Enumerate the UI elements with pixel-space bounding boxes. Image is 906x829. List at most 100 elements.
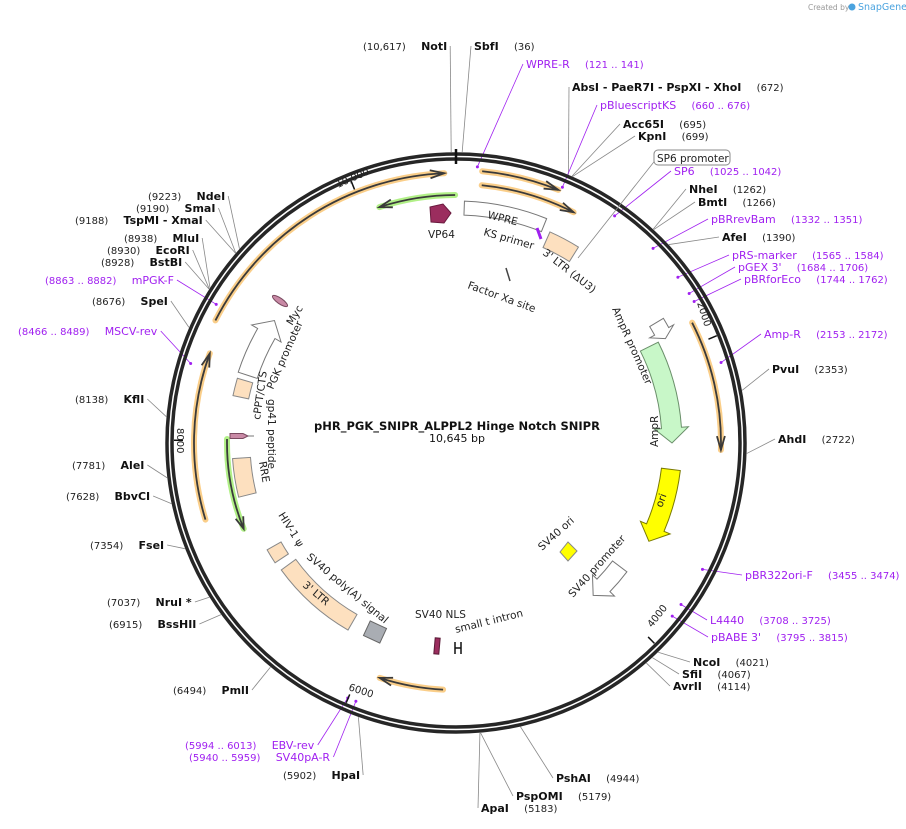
primer-site-label[interactable]: Amp-R (2153 .. 2172) (764, 323, 888, 342)
ampr-promoter-feature[interactable] (647, 317, 675, 340)
ampr-feature[interactable] (639, 341, 690, 444)
leader-line (677, 254, 730, 278)
enzyme-site-label[interactable]: (8930) EcoRI (107, 239, 190, 258)
green-arc-left[interactable] (224, 436, 247, 532)
svg-text:AfeI (1390): AfeI (1390) (722, 226, 795, 245)
primer-site-label[interactable]: pGEX 3' (1684 .. 1706) (738, 256, 868, 275)
enzyme-site-label[interactable]: NcoI (4021) (693, 651, 769, 670)
svg-text:AhdI (2722): AhdI (2722) (778, 428, 855, 447)
enzyme-site-label[interactable]: (7354) FseI (90, 534, 164, 553)
ltr3-du3-feature[interactable] (542, 231, 580, 263)
leader-line (741, 368, 770, 391)
enzyme-site-label[interactable]: (9190) SmaI (136, 197, 215, 216)
enzyme-site-label[interactable]: AhdI (2722) (778, 428, 855, 447)
primer-site-label[interactable]: (8466 .. 8489) MSCV-rev (18, 320, 158, 339)
enzyme-site-label[interactable]: (8928) BstBI (101, 251, 182, 270)
sv40-polya-feature[interactable] (362, 620, 388, 644)
enzyme-site-label[interactable]: (7628) BbvCI (66, 485, 150, 504)
primer-site-label[interactable]: WPRE-R (121 .. 141) (526, 53, 644, 72)
enzyme-site-label[interactable]: NheI (1262) (689, 178, 766, 197)
enzyme-site-label[interactable]: AfeI (1390) (722, 226, 795, 245)
enzyme-site-label[interactable]: (10,617) NotI (363, 35, 447, 54)
enzyme-position: (699) (682, 132, 709, 143)
primer-range: (1684 .. 1706) (797, 263, 869, 274)
orf-arc-bottom[interactable] (376, 674, 447, 693)
enzyme-name: SbfI (474, 40, 499, 53)
enzyme-site-label[interactable]: AvrII (4114) (673, 675, 751, 694)
ori-feature[interactable] (639, 467, 681, 542)
orf-arc-left[interactable] (191, 350, 213, 523)
primer-site-label[interactable]: pBRforEco (1744 .. 1762) (744, 268, 888, 287)
label-ampr-promoter: AmpR promoter (609, 305, 654, 387)
primer-site-label[interactable]: (8863 .. 8882) mPGK-F (45, 269, 174, 288)
primer-mark (214, 302, 218, 306)
orf-arc-right[interactable] (689, 319, 726, 454)
leader-line (147, 464, 168, 479)
cppt-cts-feature[interactable] (232, 377, 254, 400)
orf-arc-left-top[interactable] (212, 169, 448, 324)
sv40-ori-feature[interactable] (559, 541, 578, 562)
vp64-feature[interactable] (429, 203, 452, 224)
enzyme-site-label[interactable]: SbfI (36) (474, 35, 535, 54)
primer-site-label[interactable]: pRS-marker (1565 .. 1584) (732, 244, 884, 263)
factor-xa-site-feature[interactable] (505, 267, 511, 282)
enzyme-site-label[interactable]: KpnI (699) (638, 125, 709, 144)
enzyme-site-label[interactable]: (7037) NruI * (107, 591, 192, 610)
enzyme-site-label[interactable]: (9223) NdeI (148, 185, 225, 204)
primer-site-label[interactable]: pBRrevBam (1332 .. 1351) (711, 208, 863, 227)
enzyme-position: (7037) (107, 598, 140, 609)
enzyme-site-label[interactable]: (6915) BssHII (109, 613, 196, 632)
enzyme-site-label[interactable]: PvuI (2353) (772, 358, 848, 377)
primer-site-label[interactable]: pBR322ori-F (3455 .. 3474) (745, 564, 900, 583)
svg-text:pBABE 3' (3795 .. 3815): pBABE 3' (3795 .. 3815) (711, 626, 848, 645)
svg-text:pBluescriptKS (660 .. 676): pBluescriptKS (660 .. 676) (600, 94, 750, 113)
enzyme-position: (9223) (148, 192, 181, 203)
rre-feature[interactable] (232, 456, 257, 498)
sv40-promoter-feature[interactable] (591, 560, 628, 597)
primer-site-label[interactable]: (5994 .. 6013) EBV-rev (185, 734, 315, 753)
enzyme-site-label[interactable]: BmtI (1266) (698, 191, 776, 210)
enzyme-site-label[interactable]: PshAI (4944) (556, 767, 639, 786)
ruler-tick (350, 180, 356, 190)
enzyme-site-label[interactable]: (7781) AleI (72, 454, 144, 473)
enzyme-site-label[interactable]: ApaI (5183) (481, 797, 558, 816)
primer-site-label[interactable]: SP6 (1025 .. 1042) (674, 160, 781, 179)
green-arc-top[interactable] (376, 192, 459, 211)
primer-mark (687, 291, 691, 295)
sp6-promoter-label[interactable]: SP6 promoter (577, 149, 731, 259)
orf-arc-top-right-outer[interactable] (479, 168, 562, 193)
primer-site-label[interactable]: (5940 .. 5959) SV40pA-R (189, 746, 330, 765)
orf-arc-top-right-inner[interactable] (478, 182, 577, 216)
small-t-intron-feature[interactable] (454, 642, 462, 654)
myc-feature[interactable] (271, 294, 289, 309)
pgk-promoter-feature[interactable] (237, 319, 282, 380)
wpre-feature[interactable] (463, 200, 548, 233)
enzyme-site-label[interactable]: (8138) KflI (75, 388, 144, 407)
enzyme-site-label[interactable]: PspOMI (5179) (516, 785, 611, 804)
enzyme-name: KpnI (638, 130, 666, 143)
gp41-peptide-feature[interactable] (229, 433, 254, 439)
enzyme-site-label[interactable]: Acc65I (695) (623, 113, 706, 132)
primer-site-label[interactable]: L4440 (3708 .. 3725) (710, 609, 831, 628)
enzyme-name: NdeI (197, 190, 226, 203)
enzyme-name: AleI (121, 459, 145, 472)
enzyme-name: TspMI - XmaI (124, 214, 203, 227)
hiv-psi-feature[interactable] (266, 541, 290, 564)
ks-primer-feature[interactable] (535, 227, 543, 240)
enzyme-site-label[interactable]: AbsI - PaeR7I - PspXI - XhoI (672) (572, 76, 784, 95)
enzyme-site-label[interactable]: (8676) SpeI (92, 290, 168, 309)
enzyme-site-label[interactable]: (6494) PmlI (173, 679, 249, 698)
enzyme-name: AbsI - PaeR7I - PspXI - XhoI (572, 81, 741, 94)
svg-text:(8930) EcoRI: (8930) EcoRI (107, 239, 190, 258)
enzyme-site-label[interactable]: SfiI (4067) (682, 663, 751, 682)
primer-site-label[interactable]: pBluescriptKS (660 .. 676) (600, 94, 750, 113)
primer-site-label[interactable]: pBABE 3' (3795 .. 3815) (711, 626, 848, 645)
enzyme-site-label[interactable]: (5902) HpaI (283, 764, 360, 783)
enzyme-site-label[interactable]: (9188) TspMI - XmaI (75, 209, 203, 228)
sv40-nls-feature[interactable] (433, 637, 441, 655)
ltr3-feature[interactable] (280, 558, 358, 631)
enzyme-position: (7781) (72, 461, 105, 472)
leader-line (646, 662, 671, 687)
enzyme-site-label[interactable]: (8938) MluI (124, 227, 199, 246)
svg-text:(9188) TspMI - XmaI: (9188) TspMI - XmaI (75, 209, 203, 228)
